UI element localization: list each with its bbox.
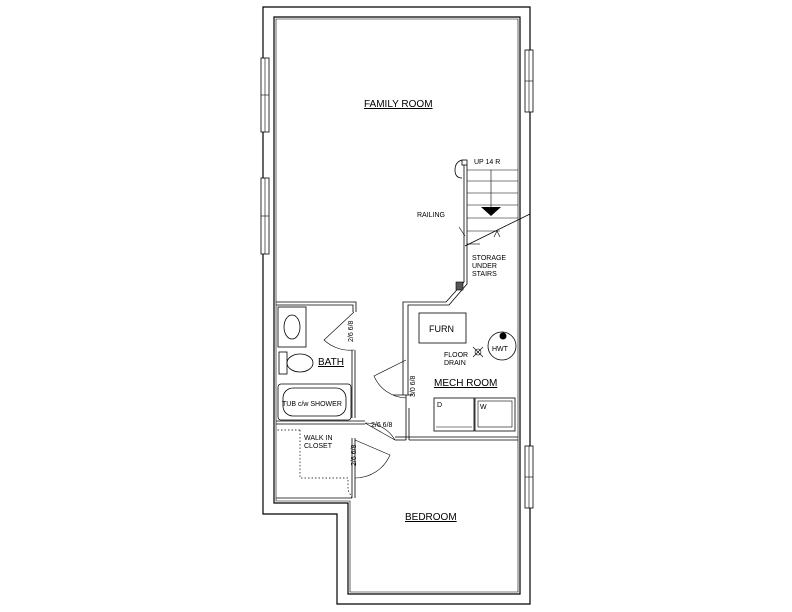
bedroom-label: BEDROOM [405,512,457,523]
bath-wall-bottom [276,420,365,425]
floor-drain-icon [472,346,484,358]
exterior-wall-face [275,18,519,593]
hot-water-tank [487,331,517,361]
dryer [433,397,475,432]
storage-wall-inner [407,228,468,395]
window-right-upper [524,49,534,113]
washer [474,397,516,432]
exterior-wall-outer [262,6,531,605]
dryer-label: D [437,402,442,409]
furnace [418,312,467,344]
washer-label: W [480,404,487,411]
family-room-label: FAMILY ROOM [364,99,433,110]
storage-wall [402,228,465,395]
door-label-hall: 2/6 6/8 [371,422,393,429]
floor-drain-label-2: DRAIN [444,360,466,367]
stair-arrow-icon [481,207,501,216]
mech-room-label: MECH ROOM [434,378,497,389]
furnace-label: FURN [429,324,454,334]
bath-toilet [278,351,314,375]
storage-label-3: STAIRS [472,271,497,278]
closet-shelving [276,429,353,499]
window-right-lower [524,445,534,509]
door-label-bath: 2/6 6/8 [348,320,355,342]
closet-label-1: WALK IN [304,435,333,442]
door-swing-icon [323,311,407,479]
tub-label: TUB c/w SHOWER [282,401,342,408]
bath-sink [277,306,307,348]
window-left-upper [260,57,270,133]
door-label-mech: 3/0 6/8 [410,375,417,397]
closet-label-2: CLOSET [304,443,333,450]
bath-label: BATH [318,357,344,368]
exterior-wall-inner [273,16,521,595]
window-left-lower [260,177,270,255]
staircase [454,159,531,247]
stair-label: UP 14 R [474,159,500,166]
bathtub [277,383,352,421]
bath-wall-top [276,301,357,312]
floor-drain-label-1: FLOOR [444,352,468,359]
storage-post [455,281,464,291]
door-label-closet: 2/6 6/8 [351,444,358,466]
hwt-label: HWT [492,346,509,353]
mech-wall-bottom [406,436,518,441]
storage-label-1: STORAGE [472,255,506,262]
storage-label-2: UNDER [472,263,497,270]
railing-label: RAILING [417,212,445,219]
